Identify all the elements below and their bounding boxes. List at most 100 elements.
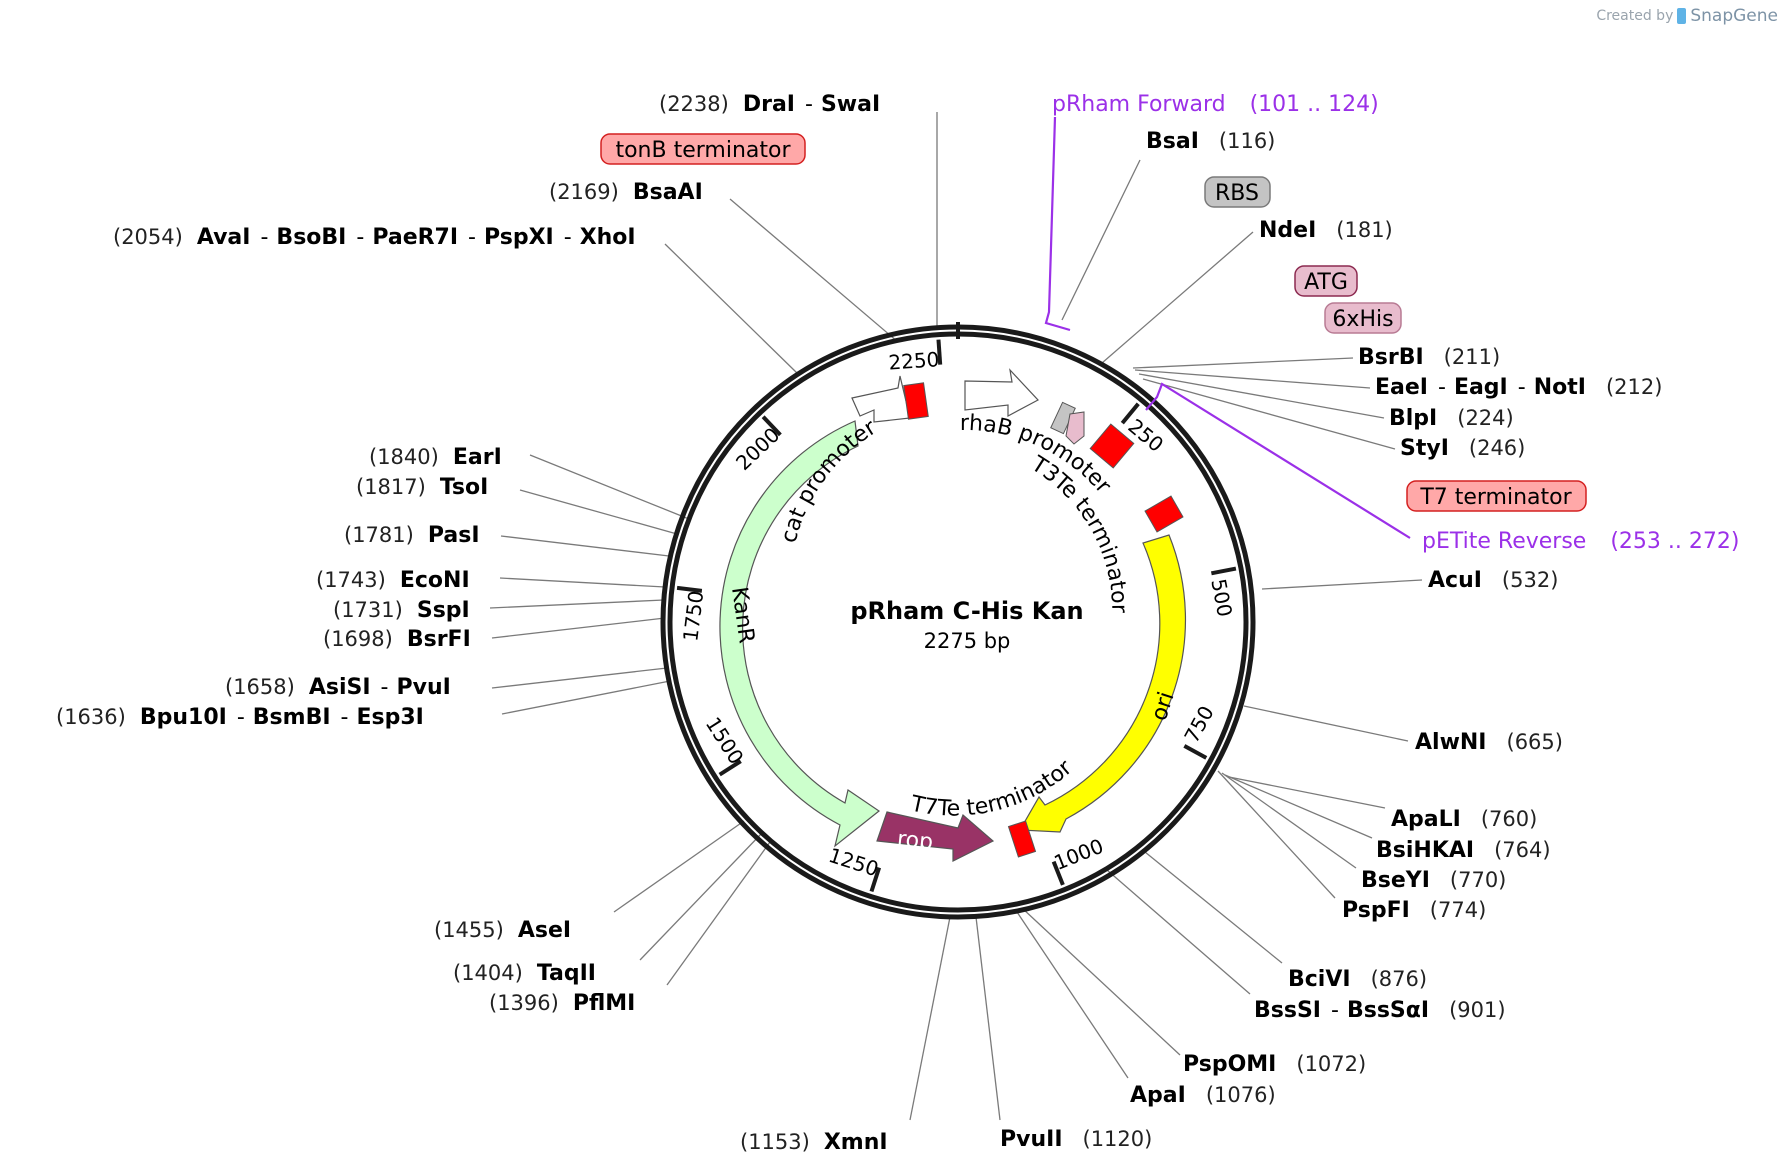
site-leader-line <box>666 841 771 986</box>
restriction-site-label[interactable]: (1817)TsoI <box>356 475 488 500</box>
site-leader-line <box>1228 776 1386 809</box>
pill-atg[interactable]: ATG <box>1294 265 1358 297</box>
site-position: (876) <box>1371 967 1427 991</box>
restriction-site-label[interactable]: (1781)PasI <box>344 523 480 548</box>
site-leader-line <box>664 243 798 374</box>
site-position: (2169) <box>549 180 619 204</box>
restriction-site-label[interactable]: ApaLI(760) <box>1391 807 1537 832</box>
site-enzyme-name: AcuI <box>1428 568 1482 593</box>
restriction-site-label[interactable]: (1743)EcoNI <box>316 568 470 593</box>
restriction-site-label[interactable]: ApaI(1076) <box>1130 1083 1276 1108</box>
restriction-site-label[interactable]: PspFI(774) <box>1342 898 1486 923</box>
feature-rhab-promoter[interactable] <box>964 368 1039 417</box>
feature-cat-promoter[interactable] <box>851 375 911 423</box>
restriction-site-label[interactable]: (1153)XmnI <box>740 1130 888 1155</box>
site-position: (764) <box>1494 838 1550 862</box>
primer-range: (253 .. 272) <box>1610 529 1739 554</box>
site-enzyme-name: DraI <box>743 92 795 117</box>
feature-t3te-terminator-mark <box>1144 495 1184 533</box>
restriction-site-label[interactable]: BsaI(116) <box>1146 129 1275 154</box>
site-enzyme-name: BciVI <box>1288 967 1351 992</box>
site-enzyme-name: Esp3I <box>356 705 423 730</box>
restriction-site-label[interactable]: (1404) TaqII <box>453 961 596 986</box>
site-enzyme-name: PspXI <box>484 225 554 250</box>
restriction-site-label[interactable]: BsiHKAI(764) <box>1376 838 1551 863</box>
restriction-site-label[interactable]: (1840)EarI <box>369 445 502 470</box>
restriction-site-label[interactable]: EaeI-EagI-NotI(212) <box>1375 375 1662 400</box>
svg-text:pETite Reverse(253 .. 272): pETite Reverse (253 .. 272) <box>1422 529 1739 554</box>
restriction-site-label[interactable]: (2238)DraI-SwaI <box>659 92 880 117</box>
site-position: (212) <box>1606 375 1662 399</box>
rop-label: rop <box>896 827 934 856</box>
site-position: (1072) <box>1296 1052 1366 1076</box>
site-enzyme-name: PaeR7I <box>372 225 458 250</box>
site-enzyme-name: NotI <box>1534 375 1586 400</box>
site-enzyme-name: TaqII <box>537 961 596 986</box>
site-enzyme-name: AseI <box>518 918 571 943</box>
restriction-site-label[interactable]: BlpI(224) <box>1389 406 1514 431</box>
svg-text:tonB terminator: tonB terminator <box>615 138 791 163</box>
site-enzyme-name: XmnI <box>824 1130 888 1155</box>
feature-atg-his-mark <box>1065 411 1085 445</box>
site-position: (1076) <box>1206 1083 1276 1107</box>
feature-rop[interactable]: rop <box>876 811 995 862</box>
site-enzyme-name: BsmBI <box>253 705 331 730</box>
site-enzyme-name: AvaI <box>197 225 251 250</box>
restriction-site-label[interactable]: (1396)PflMI <box>489 991 635 1016</box>
site-leader-line <box>1061 159 1141 321</box>
scale-tick <box>718 759 742 777</box>
site-leader-line <box>529 454 690 520</box>
site-position: (1455) <box>434 918 504 942</box>
feature-ori[interactable] <box>1018 534 1187 833</box>
site-leader-line <box>1016 911 1129 1079</box>
site-position: (1404) <box>453 961 523 985</box>
restriction-site-label[interactable]: PspOMI (1072) <box>1183 1052 1366 1077</box>
site-position: (211) <box>1444 345 1500 369</box>
site-enzyme-name: Bpu10I <box>140 705 227 730</box>
site-position: (774) <box>1430 898 1486 922</box>
restriction-site-label[interactable]: (1698)BsrFI <box>323 627 471 652</box>
site-position: (760) <box>1481 807 1537 831</box>
site-leader-line <box>1132 357 1354 369</box>
restriction-site-label[interactable]: AlwNI(665) <box>1415 730 1563 755</box>
credit-prefix: Created by <box>1596 8 1674 24</box>
restriction-site-label[interactable]: StyI(246) <box>1400 436 1525 461</box>
restriction-site-label[interactable]: AcuI(532) <box>1428 568 1558 593</box>
restriction-site-label[interactable]: BseYI(770) <box>1361 868 1506 893</box>
site-position: (770) <box>1450 868 1506 892</box>
restriction-site-label[interactable]: BsrBI(211) <box>1358 345 1500 370</box>
scale-tick <box>936 339 943 365</box>
pill-6xhis[interactable]: 6xHis <box>1324 302 1402 334</box>
site-enzyme-name: BsaAI <box>633 180 703 205</box>
restriction-site-label[interactable]: PvuII(1120) <box>1000 1127 1152 1152</box>
restriction-site-label[interactable]: NdeI(181) <box>1259 218 1393 243</box>
site-position: (1731) <box>333 598 403 622</box>
site-enzyme-name: PvuII <box>1000 1127 1063 1152</box>
restriction-site-label[interactable]: BssSI-BssSαI(901) <box>1254 998 1506 1023</box>
restriction-site-label[interactable]: (1731)SspI <box>333 598 470 623</box>
scale-tick <box>869 867 882 893</box>
plasmid-name: pRham C-His Kan <box>850 597 1083 625</box>
site-position: (181) <box>1336 218 1392 242</box>
restriction-site-label[interactable]: (1658)AsiSI-PvuI <box>225 675 451 700</box>
feature-kanr[interactable] <box>719 420 881 848</box>
pill-t7-terminator[interactable]: T7 terminator <box>1406 480 1587 512</box>
restriction-site-label[interactable]: (2169) BsaAI <box>549 180 703 205</box>
primer-petite-reverse[interactable]: pETite Reverse (253 .. 272) <box>1145 382 1739 554</box>
site-enzyme-name: PspOMI <box>1183 1052 1276 1077</box>
svg-text:RBS: RBS <box>1215 181 1259 206</box>
svg-text:pRham Forward(101 .. 124): pRham Forward(101 .. 124) <box>1052 92 1379 117</box>
primer-name: pETite Reverse <box>1422 529 1586 554</box>
tick-label: 1750 <box>678 589 708 642</box>
restriction-site-label[interactable]: BciVI (876) <box>1288 967 1427 992</box>
site-position: (1636) <box>56 705 126 729</box>
pill-tonb-terminator[interactable]: tonB terminator <box>600 133 806 165</box>
restriction-site-label[interactable]: (1455) AseI <box>434 918 571 943</box>
restriction-site-label[interactable]: (2054)AvaI-BsoBI-PaeR7I-PspXI-XhoI <box>113 225 636 250</box>
site-leader-line <box>1144 851 1283 964</box>
site-leader-line <box>729 198 899 343</box>
site-leader-line <box>613 820 745 913</box>
restriction-site-label[interactable]: (1636)Bpu10I-BsmBI-Esp3I <box>56 705 424 730</box>
primer-prham-forward[interactable]: pRham Forward(101 .. 124) <box>1044 92 1379 332</box>
pill-rbs[interactable]: RBS <box>1204 176 1271 208</box>
